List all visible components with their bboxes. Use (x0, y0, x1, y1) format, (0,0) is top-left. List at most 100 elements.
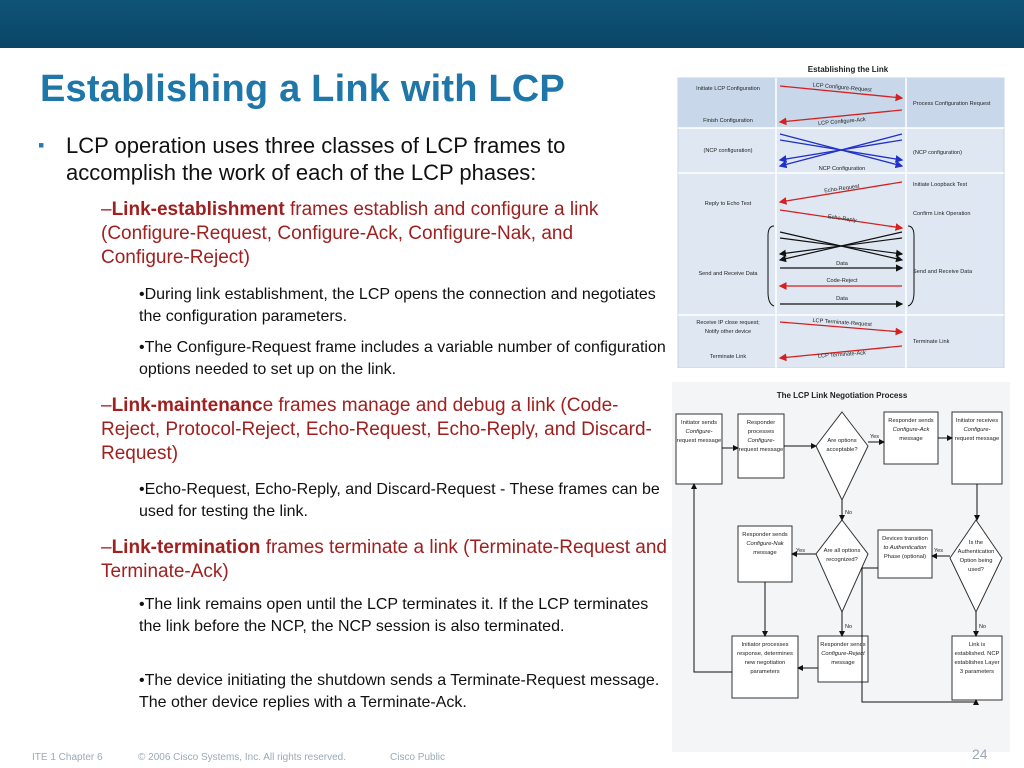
txt: establishes Layer (954, 660, 999, 666)
arrow-configure-request (779, 85, 904, 102)
d1-left-5: Receive IP close request; (696, 320, 760, 326)
footer-course: ITE 1 Chapter 6 (32, 752, 103, 763)
txt: Are options (827, 438, 856, 444)
txt: Responder sends (742, 532, 788, 538)
txt: Configure-Ack (893, 427, 931, 433)
txt: request message (955, 436, 999, 442)
sub-bullet: •The link remains open until the LCP ter… (139, 596, 649, 635)
txt: Option being (960, 558, 993, 564)
box-devices-transition (877, 529, 933, 579)
d1-left-1: Finish Configuration (703, 118, 753, 124)
dash: – (101, 395, 112, 416)
arrow-echo-reply (779, 209, 904, 231)
d1-msg-9: LCP Terminate-Ack (818, 350, 866, 359)
txt: response, determines (737, 651, 793, 657)
txt: Configure- (747, 438, 774, 444)
page-number: 24 (972, 746, 988, 762)
txt: Initiator processes (741, 642, 788, 648)
d1-msg-1: LCP Configure-Ack (818, 117, 866, 127)
box-initiator-receives (951, 411, 1003, 485)
txt: message (831, 660, 855, 666)
txt: new negotiation (745, 660, 786, 666)
d1-right-1: (NCP configuration) (913, 150, 962, 156)
txt: Authentication (958, 549, 995, 555)
section-heading: Link-maintenanc (111, 395, 263, 416)
d1-msg-3: Echo-Request (824, 184, 860, 195)
box-responder-sends-ack (883, 411, 939, 465)
main-bullet: ▪ LCP operation uses three classes of LC… (36, 132, 666, 186)
dash: – (101, 537, 112, 558)
txt: Responder sends (820, 642, 866, 648)
d1-msg-7: Data (836, 296, 849, 302)
txt: established. NCP (955, 651, 1000, 657)
square-bullet-icon: ▪ (38, 135, 45, 155)
section-heading: Link-establishment (111, 199, 285, 220)
diagram1-band (678, 78, 1004, 128)
box-initiator-sends (675, 413, 723, 485)
sub-bullet: •Echo-Request, Echo-Reply, and Discard-R… (139, 481, 660, 520)
sub-bullet: •The Configure-Request frame includes a … (139, 339, 666, 378)
txt: processes (748, 429, 775, 435)
txt: Configure- (685, 429, 712, 435)
box-initiator-processes (731, 635, 799, 699)
txt: request message (739, 447, 783, 453)
txt: Initiator receives (956, 418, 998, 424)
d1-left-3: Reply to Echo Test (705, 201, 752, 207)
txt: Devices transition (882, 536, 928, 542)
txt: message (753, 550, 777, 556)
section-link-establishment: –Link-establishment frames establish and… (101, 198, 667, 270)
dash: – (101, 199, 112, 220)
d1-left-6: Notify other device (705, 329, 751, 335)
d1-left-4: Send and Receive Data (698, 271, 758, 277)
section-text: frames establish and configure a link (C… (101, 199, 599, 268)
d1-left-0: Initiate LCP Configuration (696, 86, 760, 92)
footer-classification: Cisco Public (390, 752, 446, 763)
yes-label: Yes (796, 548, 805, 554)
yes-label: Yes (934, 548, 943, 554)
arrow-terminate-ack (778, 345, 903, 362)
txt: Link is (969, 642, 986, 648)
d1-right-4: Send and Receive Data (913, 269, 973, 275)
section-text: frames terminate a link (Terminate-Reque… (101, 537, 667, 582)
sub-bullet: •The device initiating the shutdown send… (139, 672, 660, 711)
no-label: No (845, 624, 852, 630)
d1-left-7: Terminate Link (710, 354, 747, 360)
footer-copyright: © 2006 Cisco Systems, Inc. All rights re… (138, 752, 347, 763)
d1-right-0: Process Configuration Request (913, 101, 991, 107)
txt: 3 parameters (960, 669, 994, 675)
txt: request message (677, 438, 721, 444)
d1-right-5: Terminate Link (913, 339, 950, 345)
lcp-negotiation-flowchart: The LCP Link Negotiation Process Initiat… (672, 382, 1010, 752)
section-link-maintenance: –Link-maintenance frames manage and debu… (101, 394, 667, 466)
arrow-configure-ack (778, 109, 903, 126)
txt: to Authentication (884, 545, 927, 551)
main-bullet-text: LCP operation uses three classes of LCP … (66, 133, 566, 185)
flowchart-title: The LCP Link Negotiation Process (777, 391, 908, 400)
arrow-terminate-request (779, 321, 904, 336)
section-link-termination: –Link-termination frames terminate a lin… (101, 536, 667, 584)
txt: used? (968, 567, 985, 573)
establishing-link-diagram: Establishing the Link Initiate LCP Confi… (677, 65, 1005, 368)
txt: Configure- (963, 427, 990, 433)
d1-left-2: (NCP configuration) (703, 148, 752, 154)
d1-msg-8: LCP Terminate-Request (812, 318, 872, 328)
section-text: e frames manage and debug a link (Code-R… (101, 395, 652, 464)
header-bar (0, 0, 1024, 48)
no-label: No (979, 624, 986, 630)
txt: parameters (750, 669, 779, 675)
txt: recognized? (826, 557, 858, 563)
d1-msg-6: Code-Reject (826, 278, 858, 284)
txt: Responder sends (888, 418, 934, 424)
txt: Is the (969, 540, 983, 546)
txt: acceptable? (826, 447, 858, 453)
sub-bullet: •During link establishment, the LCP open… (139, 286, 656, 325)
d1-msg-0: LCP Configure-Request (812, 82, 872, 93)
txt: Configure-Nak (746, 541, 784, 547)
txt: Configure-Reject (821, 651, 865, 657)
txt: Initiator sends (681, 420, 717, 426)
box-responder-processes (737, 413, 785, 479)
d1-msg-5: Data (836, 261, 849, 267)
txt: message (899, 436, 923, 442)
txt: Are all options (824, 548, 861, 554)
no-label: No (845, 510, 852, 516)
